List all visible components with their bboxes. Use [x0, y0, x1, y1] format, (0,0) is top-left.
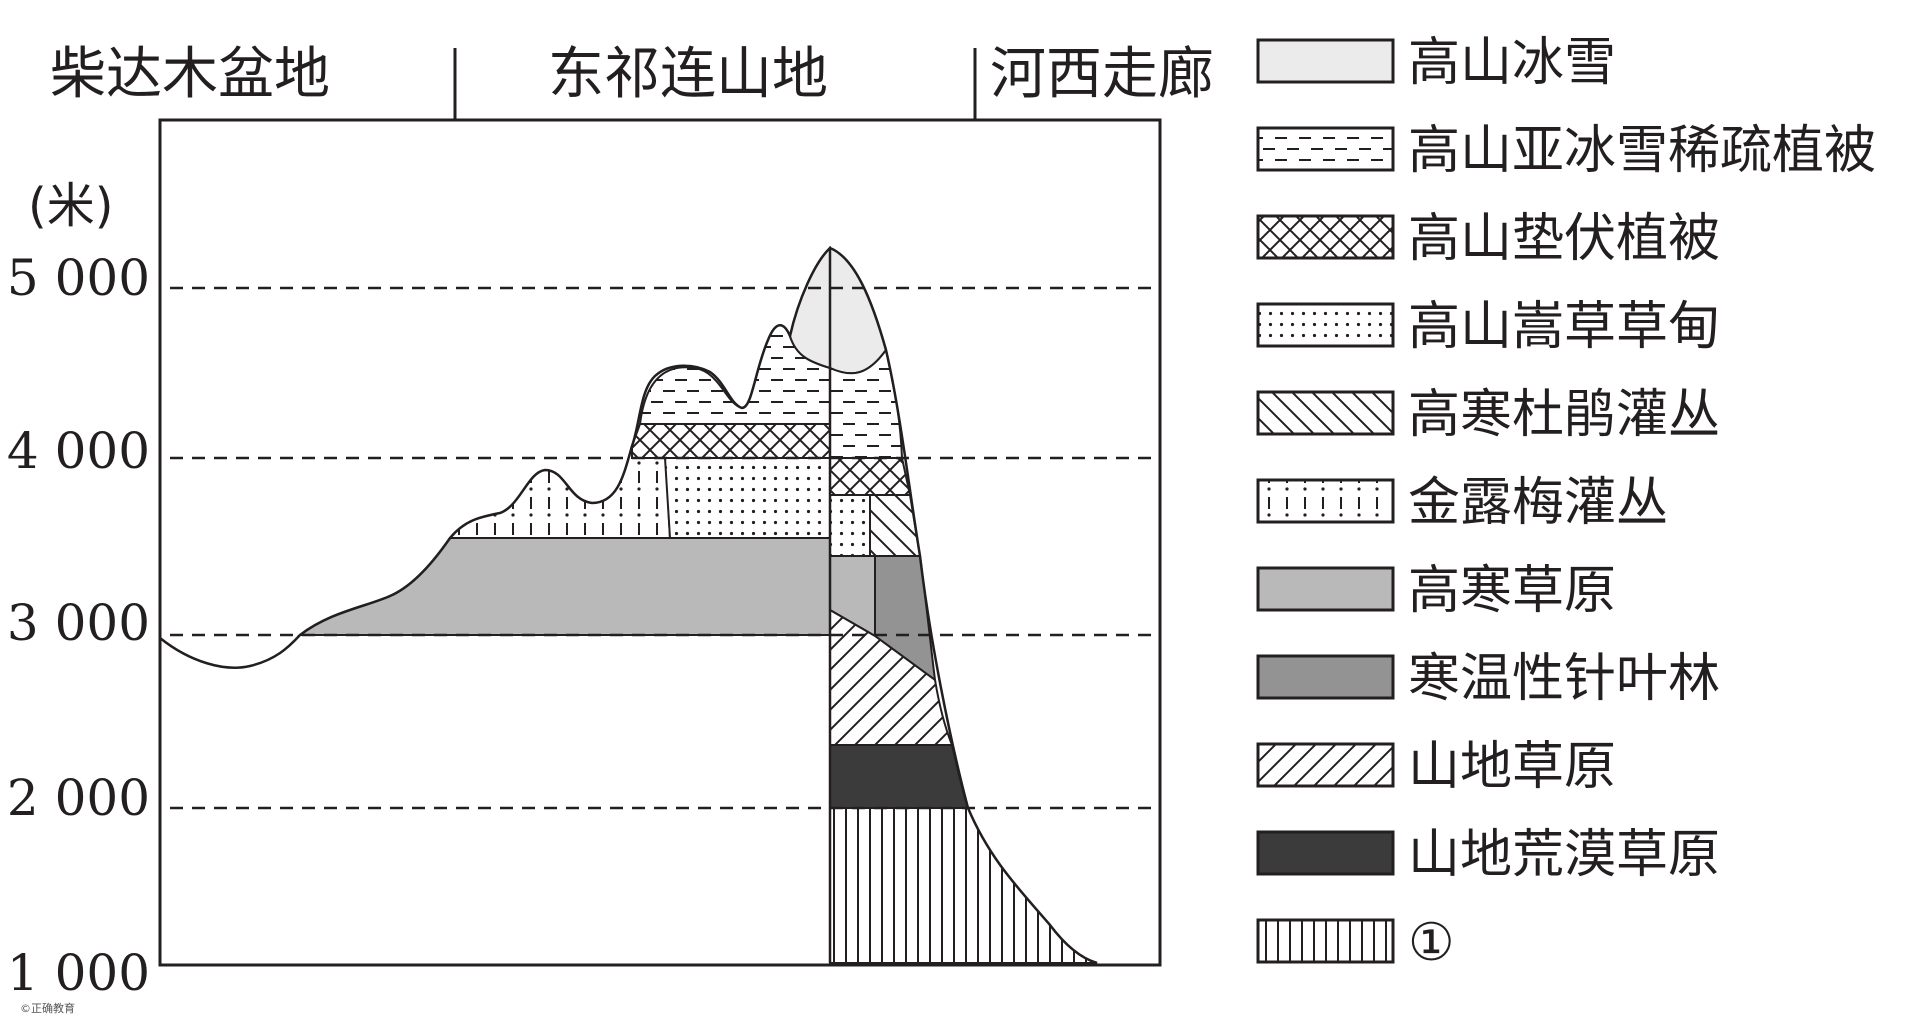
legend-item-potentilla-shrub: 金露梅灌丛 — [1256, 473, 1668, 533]
y-tick-label: 2 000 — [7, 769, 150, 827]
legend-swatch — [1256, 38, 1395, 84]
legend-swatch — [1256, 302, 1395, 348]
zone-cushion-right — [829, 457, 912, 496]
legend-item-alpine-steppe: 高寒草原 — [1256, 561, 1616, 621]
vegetation-zones — [159, 245, 1098, 965]
zone-desert-steppe-right — [829, 744, 970, 809]
legend-swatch — [1256, 566, 1395, 612]
watermark: ©正确教育 — [20, 1001, 75, 1015]
region-header: 柴达木盆地 东祁连山地 河西走廊 — [50, 42, 1214, 120]
legend-label: 山地草原 — [1408, 737, 1616, 797]
legend-item-alpine-snow: 高山冰雪 — [1256, 33, 1616, 93]
legend-label: 高寒杜鹃灌丛 — [1408, 385, 1720, 445]
legend-swatch — [1256, 390, 1395, 436]
legend-label: 高山亚冰雪稀疏植被 — [1408, 121, 1876, 181]
legend-swatch — [1256, 478, 1395, 524]
legend-label: 高山嵩草草甸 — [1408, 297, 1720, 357]
y-axis-unit: (米) — [28, 178, 113, 234]
y-tick-label: 1 000 — [7, 944, 150, 1002]
legend-label: 高寒草原 — [1408, 561, 1616, 621]
y-tick-label: 4 000 — [7, 422, 150, 480]
region-east-qilian: 东祁连山地 — [548, 42, 828, 107]
legend-swatch — [1256, 126, 1395, 172]
y-tick-label: 5 000 — [7, 249, 150, 307]
region-qaidam-basin: 柴达木盆地 — [50, 42, 330, 107]
legend-swatch — [1256, 654, 1395, 700]
zone-cushion-left — [631, 423, 831, 459]
legend-item-mountain-steppe: 山地草原 — [1256, 737, 1616, 797]
legend-swatch — [1256, 830, 1395, 876]
region-hexi-corridor: 河西走廊 — [990, 42, 1214, 107]
zone-kobresia-left — [663, 457, 831, 539]
legend-label: 金露梅灌丛 — [1408, 473, 1668, 533]
legend-item-alpine-cushion: 高山垫伏植被 — [1256, 209, 1720, 269]
legend-label: ① — [1408, 913, 1455, 973]
legend-item-mountain-desert-steppe: 山地荒漠草原 — [1256, 825, 1720, 885]
legend-item-conifer-forest: 寒温性针叶林 — [1256, 649, 1720, 709]
legend-swatch — [1256, 214, 1395, 260]
elevation-gridlines — [170, 286, 1160, 810]
legend-item-alpine-rhododendron: 高寒杜鹃灌丛 — [1256, 385, 1720, 445]
y-axis: (米) 1 000 2 000 3 000 4 000 5 000 — [7, 178, 150, 1002]
legend-item-unknown-1: ① — [1256, 913, 1455, 973]
zone-kobresia-right — [829, 494, 871, 557]
terrain-profile — [159, 246, 1098, 965]
y-tick-label: 3 000 — [7, 594, 150, 652]
legend-swatch — [1256, 742, 1395, 788]
legend-item-alpine-kobresia: 高山嵩草草甸 — [1256, 297, 1720, 357]
legend-label: 高山冰雪 — [1408, 33, 1616, 93]
legend-swatch — [1256, 918, 1395, 964]
legend: 高山冰雪 高山亚冰雪稀疏植被 高山垫伏植被 高山嵩草草甸 高寒杜鹃灌丛 金露梅灌… — [1256, 33, 1876, 973]
legend-label: 山地荒漠草原 — [1408, 825, 1720, 885]
legend-label: 高山垫伏植被 — [1408, 209, 1720, 269]
legend-item-alpine-subnival: 高山亚冰雪稀疏植被 — [1256, 121, 1876, 181]
legend-label: 寒温性针叶林 — [1408, 649, 1720, 709]
